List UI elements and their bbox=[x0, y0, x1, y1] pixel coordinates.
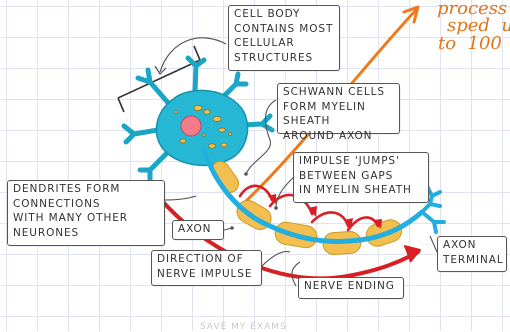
label-dendrites: DENDRITES FORM CONNECTIONS WITH MANY OTH… bbox=[7, 180, 165, 246]
label-nerve-ending: NERVE ENDING bbox=[298, 277, 404, 299]
label-schwann-cells: SCHWANN CELLS FORM MYELIN SHEATH AROUND … bbox=[277, 83, 400, 134]
label-axon-terminal: AXON TERMINAL bbox=[437, 236, 507, 272]
label-axon: AXON bbox=[172, 220, 224, 240]
label-direction: DIRECTION OF NERVE IMPULSE bbox=[151, 250, 262, 286]
cell-body bbox=[156, 90, 247, 165]
label-cell-body: CELL BODY CONTAINS MOST CELLULAR STRUCTU… bbox=[228, 5, 340, 71]
cell-body-connector bbox=[160, 38, 226, 72]
nucleus bbox=[181, 116, 201, 136]
label-impulse-jumps: IMPULSE 'JUMPS' BETWEEN GAPS IN MYELIN S… bbox=[293, 152, 429, 203]
